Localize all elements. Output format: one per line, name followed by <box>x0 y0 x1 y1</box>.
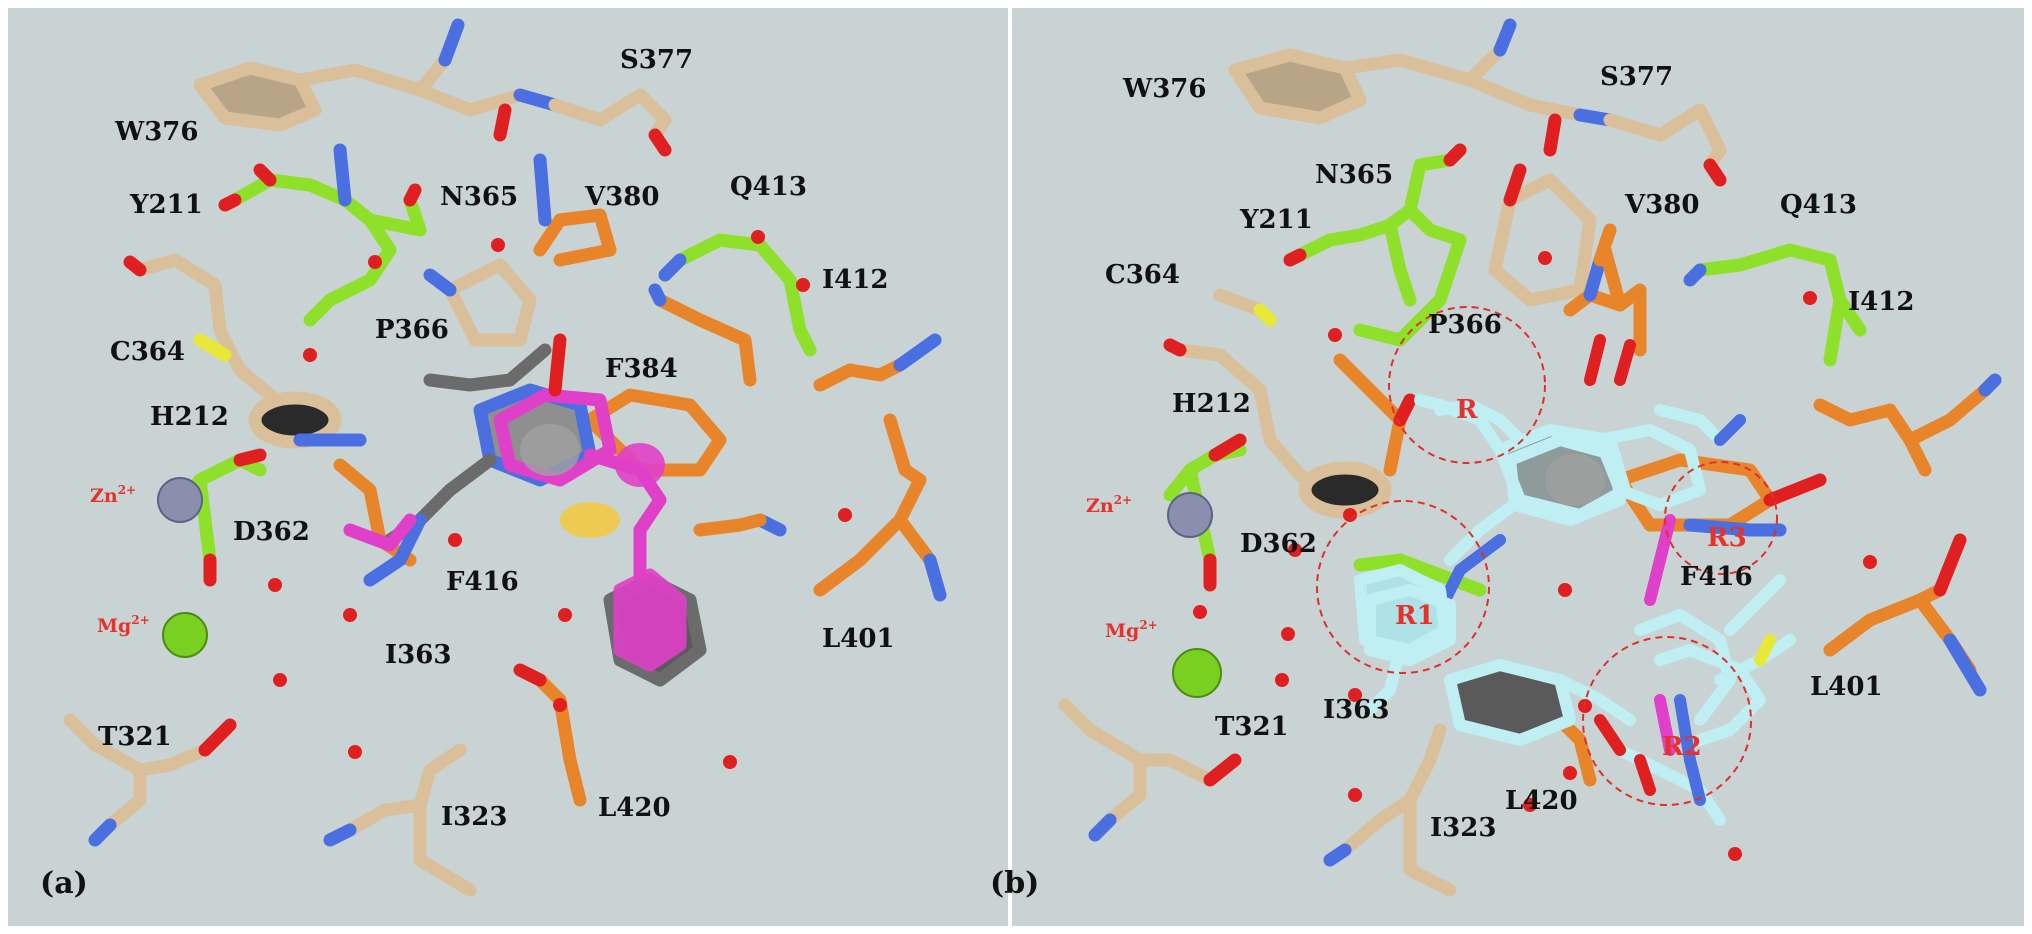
region-label-r3: R3 <box>1707 523 1747 553</box>
panel-a-residue-labels: S377 W376 Y211 N365 V380 Q413 I412 C364 … <box>98 45 895 832</box>
label-a-q413: Q413 <box>730 172 807 202</box>
label-a-w376: W376 <box>114 117 198 147</box>
panel-a-zinc-ion <box>157 477 203 523</box>
region-label-r1: R1 <box>1395 601 1435 631</box>
panel-a-label: (a) <box>40 866 88 901</box>
panel-b-magnesium-ion <box>1172 648 1222 698</box>
label-a-i412: I412 <box>822 265 888 295</box>
label-a-h212: H212 <box>150 402 229 432</box>
label-b-f416: F416 <box>1680 562 1753 592</box>
label-a-zn-ion: Zn2+ <box>90 483 136 507</box>
label-a-y211: Y211 <box>129 190 203 220</box>
panel-b-docked-ligands <box>1354 334 1796 826</box>
label-a-d362: D362 <box>233 517 310 547</box>
panel-a-ion-labels: Zn2+ Mg2+ <box>90 483 150 637</box>
label-b-s377: S377 <box>1600 62 1673 92</box>
label-a-mg-ion: Mg2+ <box>97 613 150 637</box>
panel-a-ligands <box>343 333 707 687</box>
region-circle-r3 <box>1664 461 1778 575</box>
panel-b-label: (b) <box>990 866 1039 901</box>
label-b-h212: H212 <box>1172 389 1251 419</box>
label-b-i412: I412 <box>1848 287 1914 317</box>
region-label-r2: R2 <box>1662 732 1702 762</box>
label-a-l401: L401 <box>822 624 895 654</box>
label-a-c364: C364 <box>110 337 185 367</box>
panel-b-region-labels: R R1 R2 R3 <box>1395 395 1747 762</box>
panel-a-tan-residues <box>63 18 672 897</box>
label-b-v380: V380 <box>1624 190 1699 220</box>
panel-b-water-molecules <box>1193 251 1877 861</box>
panel-a-water-molecules <box>268 230 852 769</box>
label-b-i323: I323 <box>1430 813 1496 843</box>
label-a-f384: F384 <box>605 354 678 384</box>
panel-b: R R1 R2 R3 W376 S377 N365 Y211 V380 Q413… <box>990 8 2024 926</box>
region-circle-r2 <box>1582 636 1752 806</box>
region-circle-r1 <box>1316 500 1490 674</box>
label-b-zn-ion: Zn2+ <box>1086 493 1132 517</box>
label-a-f416: F416 <box>446 567 519 597</box>
panel-b-residue-labels: W376 S377 N365 Y211 V380 Q413 C364 P366 … <box>1105 62 1914 843</box>
label-a-v380: V380 <box>584 182 659 212</box>
label-b-n365: N365 <box>1315 160 1393 190</box>
label-b-c364: C364 <box>1105 260 1180 290</box>
label-a-p366: P366 <box>375 315 449 345</box>
label-a-t321: T321 <box>98 722 172 752</box>
label-a-s377: S377 <box>620 45 693 75</box>
panel-b-tan-residues <box>1058 18 1727 897</box>
label-b-t321: T321 <box>1215 712 1289 742</box>
panel-b-zinc-ion <box>1167 492 1213 538</box>
region-label-r: R <box>1456 395 1478 425</box>
panel-b-green-residues <box>1163 143 1867 597</box>
region-circle-r <box>1388 306 1546 464</box>
panel-b-region-circles <box>1316 306 1778 806</box>
label-a-i323: I323 <box>441 802 507 832</box>
label-b-p366: P366 <box>1428 310 1502 340</box>
label-b-d362: D362 <box>1240 529 1317 559</box>
label-b-mg-ion: Mg2+ <box>1105 618 1158 642</box>
label-a-i363: I363 <box>385 640 451 670</box>
label-b-y211: Y211 <box>1239 205 1313 235</box>
label-b-q413: Q413 <box>1780 190 1857 220</box>
panel-b-ion-labels: Zn2+ Mg2+ <box>1086 493 1158 642</box>
panel-a-magnesium-ion <box>162 612 208 658</box>
panel-a: S377 W376 Y211 N365 V380 Q413 I412 C364 … <box>8 8 1008 926</box>
label-a-n365: N365 <box>440 182 518 212</box>
label-a-l420: L420 <box>598 793 671 823</box>
label-b-w376: W376 <box>1122 74 1206 104</box>
label-b-l401: L401 <box>1810 672 1883 702</box>
label-b-i363: I363 <box>1323 695 1389 725</box>
label-b-l420: L420 <box>1505 786 1578 816</box>
